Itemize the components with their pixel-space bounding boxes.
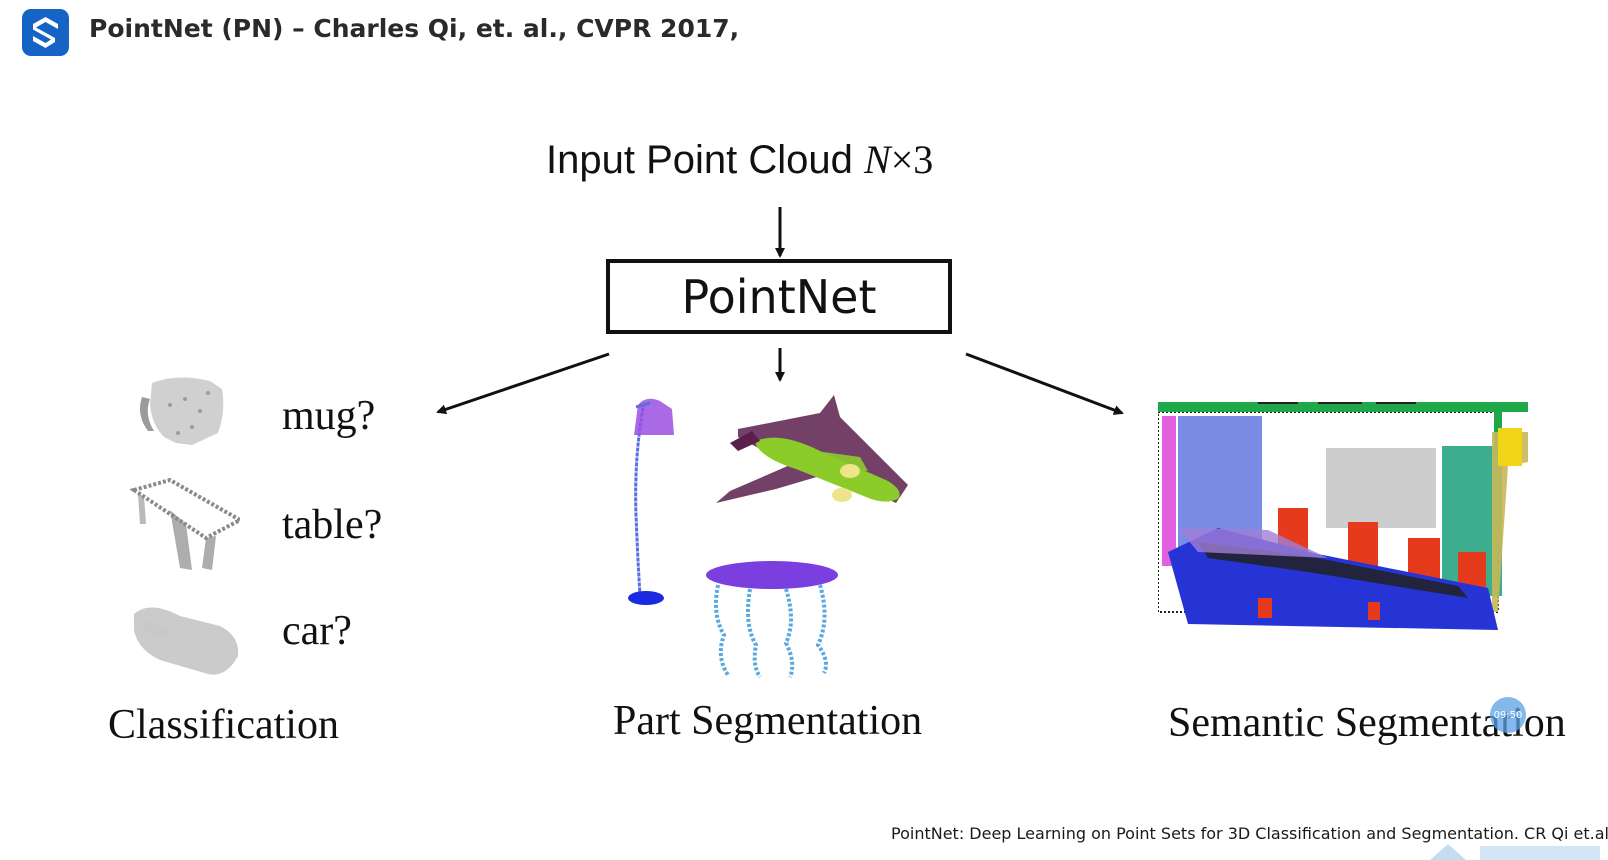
room-point-cloud — [1158, 402, 1528, 630]
logo-icon — [22, 9, 69, 56]
classification-label-mug: mug? — [282, 393, 376, 439]
table-point-cloud — [130, 477, 240, 570]
part-segmentation-point-clouds — [628, 395, 908, 679]
car-point-cloud — [134, 607, 239, 675]
classification-label-table: table? — [282, 502, 383, 548]
classification-label-car: car? — [282, 608, 352, 654]
caption-classification: Classification — [108, 702, 339, 748]
slide-title: PointNet (PN) – Charles Qi, et. al., CVP… — [89, 14, 740, 43]
lamp-point-cloud — [628, 398, 674, 605]
arrow-to-semantic-segmentation — [965, 352, 1124, 415]
semantic-segmentation-point-cloud — [1158, 402, 1528, 630]
input-label-math-op: ×3 — [890, 137, 934, 182]
airplane-point-cloud — [716, 395, 908, 503]
arrow-to-classification — [436, 352, 610, 415]
pointnet-box-label: PointNet — [681, 269, 877, 324]
video-timer-badge[interactable]: 09:50 — [1490, 697, 1526, 733]
classification-point-clouds — [130, 377, 240, 675]
table-part-point-cloud — [706, 561, 838, 679]
mug-point-cloud — [140, 377, 224, 445]
pointnet-box: PointNet — [606, 259, 952, 334]
input-label-text: Input Point Cloud — [546, 138, 864, 182]
input-label-math-var: N — [864, 137, 891, 182]
footer-reference: PointNet: Deep Learning on Point Sets fo… — [891, 824, 1608, 843]
input-point-cloud-label: Input Point Cloud N×3 — [546, 136, 933, 183]
watermark-logo — [1430, 844, 1600, 860]
caption-part-segmentation: Part Segmentation — [613, 698, 923, 744]
